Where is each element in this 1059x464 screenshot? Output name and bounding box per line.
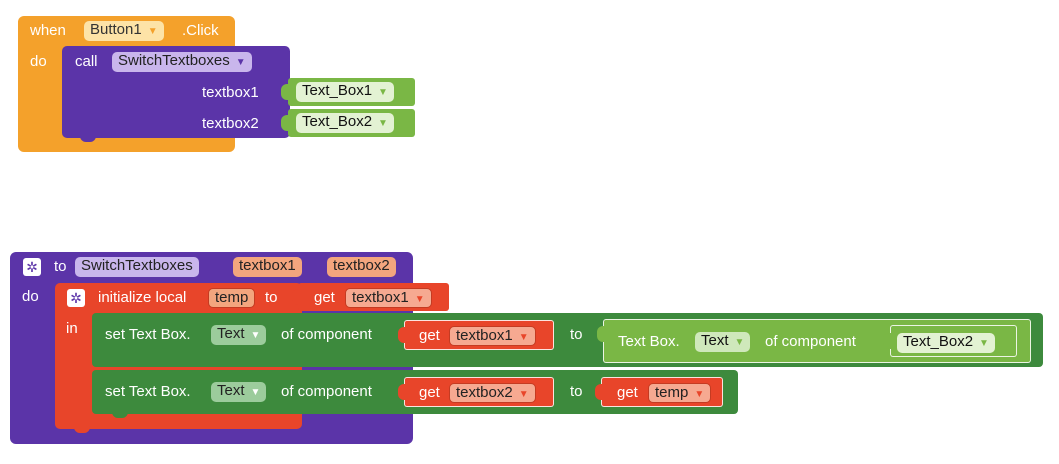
puzzle-tab <box>292 289 300 305</box>
text-box-prefix-label: Text Box. <box>618 333 680 350</box>
component-dropdown-text-box2[interactable]: Text_Box2 ▼ <box>296 113 394 133</box>
to-label: to <box>265 289 278 306</box>
param-textbox1[interactable]: textbox1 <box>233 257 302 277</box>
event-name: .Click <box>182 22 219 39</box>
puzzle-tab <box>281 84 289 100</box>
in-label: in <box>66 320 78 337</box>
dropdown-arrow-icon: ▼ <box>378 87 388 98</box>
dropdown-arrow-icon: ▼ <box>250 330 261 341</box>
dropdown-arrow-icon: ▼ <box>734 337 745 348</box>
puzzle-tab <box>398 327 406 343</box>
get-label: get <box>617 384 638 401</box>
dropdown-arrow-icon: ▼ <box>414 294 425 305</box>
to-label: to <box>570 326 583 343</box>
component-name: Text_Box2 <box>302 113 373 130</box>
get-var-dropdown[interactable]: temp ▼ <box>648 383 712 403</box>
to-label: to <box>54 258 67 275</box>
set-label: set Text Box. <box>105 383 191 400</box>
get-label: get <box>314 289 335 306</box>
property-dropdown[interactable]: Text ▼ <box>211 382 267 402</box>
var-name: temp <box>655 384 689 401</box>
component-name: Text_Box2 <box>903 333 974 350</box>
puzzle-tab <box>883 333 891 349</box>
get-label: get <box>419 384 440 401</box>
component-dropdown[interactable]: Button1 ▼ <box>84 21 164 41</box>
dropdown-arrow-icon: ▼ <box>250 387 261 398</box>
property-name: Text <box>217 325 245 342</box>
call-label: call <box>75 53 98 70</box>
puzzle-tab <box>597 326 605 342</box>
procedure-name-field[interactable]: SwitchTextboxes <box>75 257 199 277</box>
gear-icon[interactable]: ✲ <box>67 289 85 307</box>
get-var-dropdown[interactable]: textbox2 ▼ <box>449 383 536 403</box>
var-name: textbox1 <box>352 289 409 306</box>
procedure-name: SwitchTextboxes <box>118 52 230 69</box>
dropdown-arrow-icon: ▼ <box>147 26 158 37</box>
of-component-label: of component <box>281 326 372 343</box>
dropdown-arrow-icon: ▼ <box>694 389 705 400</box>
component-name: Text_Box1 <box>302 82 373 99</box>
property-name: Text <box>701 332 729 349</box>
component-dropdown-text-box2[interactable]: Text_Box2 ▼ <box>897 333 995 353</box>
of-component-label: of component <box>765 333 856 350</box>
param-textbox2[interactable]: textbox2 <box>327 257 396 277</box>
component-name: Button1 <box>90 21 142 38</box>
procedure-dropdown[interactable]: SwitchTextboxes ▼ <box>112 52 252 72</box>
property-name: Text <box>217 382 245 399</box>
arg-label-textbox1: textbox1 <box>202 84 259 101</box>
param-name: textbox1 <box>239 257 296 274</box>
dropdown-arrow-icon: ▼ <box>518 389 529 400</box>
puzzle-tab <box>398 384 406 400</box>
statement-notch <box>74 427 90 433</box>
param-name: textbox2 <box>333 257 390 274</box>
var-name: temp <box>215 289 249 306</box>
statement-notch <box>112 412 128 418</box>
dropdown-arrow-icon: ▼ <box>518 332 529 343</box>
dropdown-arrow-icon: ▼ <box>235 57 246 68</box>
gear-icon[interactable]: ✲ <box>23 258 41 276</box>
local-var-name[interactable]: temp <box>208 288 256 308</box>
of-component-label: of component <box>281 383 372 400</box>
do-label: do <box>22 288 39 305</box>
get-label: get <box>419 327 440 344</box>
initialize-local-label: initialize local <box>98 289 187 306</box>
set-label: set Text Box. <box>105 326 191 343</box>
component-dropdown-text-box1[interactable]: Text_Box1 ▼ <box>296 82 394 102</box>
procedure-name: SwitchTextboxes <box>81 257 193 274</box>
get-var-dropdown[interactable]: textbox1 ▼ <box>345 288 432 308</box>
puzzle-tab <box>595 384 603 400</box>
arg-label-textbox2: textbox2 <box>202 115 259 132</box>
dropdown-arrow-icon: ▼ <box>378 118 388 129</box>
property-dropdown[interactable]: Text ▼ <box>211 325 267 345</box>
do-label: do <box>30 53 47 70</box>
var-name: textbox2 <box>456 384 513 401</box>
call-block-notch <box>80 136 96 142</box>
property-dropdown[interactable]: Text ▼ <box>695 332 751 352</box>
dropdown-arrow-icon: ▼ <box>979 338 989 349</box>
puzzle-tab <box>281 115 289 131</box>
when-label: when <box>30 22 66 39</box>
var-name: textbox1 <box>456 327 513 344</box>
to-label: to <box>570 383 583 400</box>
get-var-dropdown[interactable]: textbox1 ▼ <box>449 326 536 346</box>
